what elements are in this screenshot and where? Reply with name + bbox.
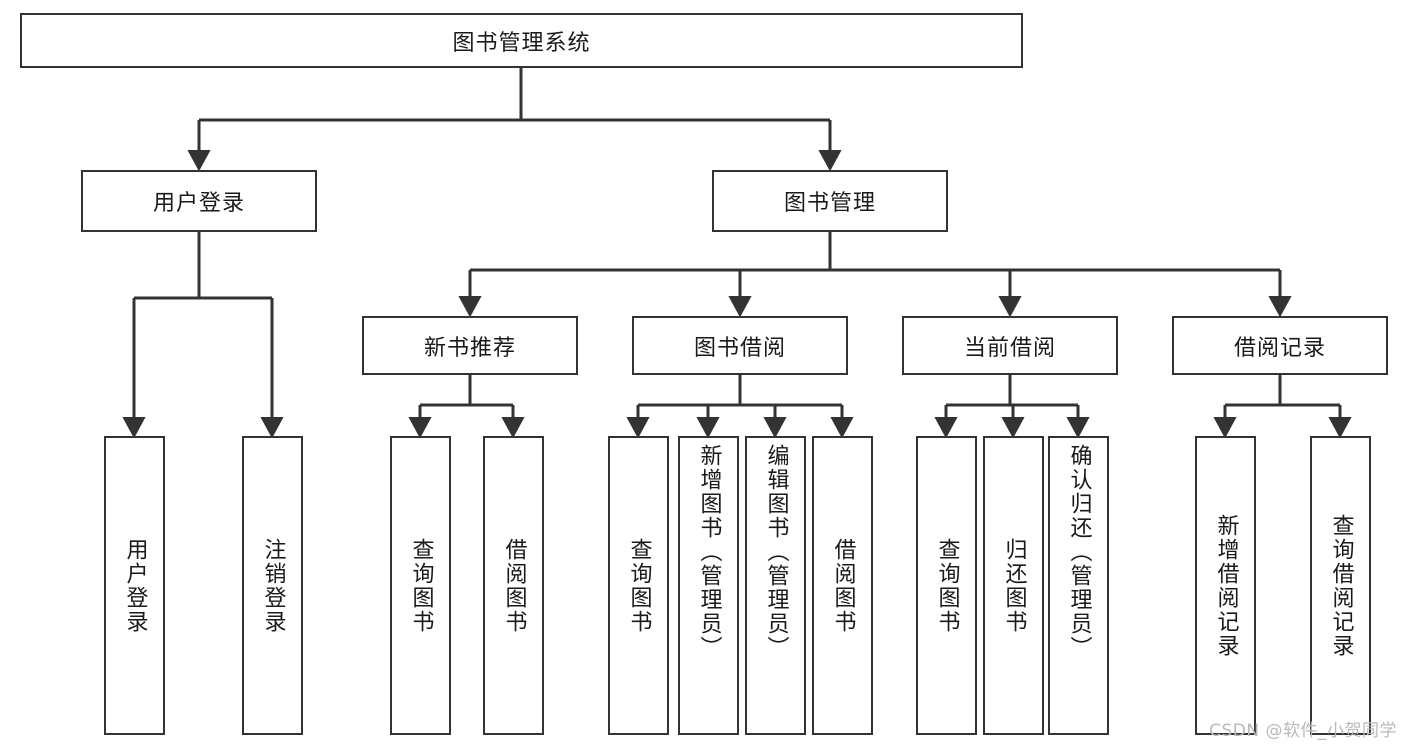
leaf-label: 确认归还（管理员） (1066, 444, 1092, 660)
leaf-node-add-borrow-record[interactable]: 新增借阅记录 (1195, 436, 1256, 735)
leaf-label: 查询图书 (408, 537, 434, 634)
leaf-label: 查询图书 (934, 537, 960, 634)
leaf-node-user-login[interactable]: 用户登录 (104, 436, 165, 735)
node-current-borrow-label: 当前借阅 (963, 335, 1056, 361)
leaf-node-query-book-recommend[interactable]: 查询图书 (390, 436, 451, 735)
leaf-node-query-book-current[interactable]: 查询图书 (916, 436, 977, 735)
leaf-label: 查询借阅记录 (1328, 513, 1354, 658)
leaf-node-borrow-book-recommend[interactable]: 借阅图书 (483, 436, 544, 735)
node-book-manage-label: 图书管理 (783, 191, 876, 216)
leaf-node-return-book[interactable]: 归还图书 (983, 436, 1044, 735)
leaf-node-confirm-return-admin[interactable]: 确认归还（管理员） (1048, 436, 1109, 735)
node-book-manage[interactable]: 图书管理 (712, 170, 948, 232)
leaf-label: 编辑图书（管理员） (763, 444, 789, 660)
node-book-borrow-label: 图书借阅 (693, 335, 786, 361)
leaf-node-edit-book-admin[interactable]: 编辑图书（管理员） (745, 436, 806, 735)
leaf-label: 新增图书（管理员） (696, 444, 722, 660)
leaf-node-add-book-admin[interactable]: 新增图书（管理员） (678, 436, 739, 735)
leaf-label: 注销登录 (260, 537, 286, 634)
leaf-node-logout[interactable]: 注销登录 (242, 436, 303, 735)
leaf-node-query-book-borrow[interactable]: 查询图书 (608, 436, 669, 735)
leaf-label: 归还图书 (1001, 537, 1027, 634)
leaf-label: 借阅图书 (501, 537, 527, 634)
node-borrow-record[interactable]: 借阅记录 (1172, 316, 1388, 375)
node-new-book-rec-label: 新书推荐 (423, 335, 516, 361)
node-new-book-recommendation[interactable]: 新书推荐 (362, 316, 578, 375)
leaf-label: 查询图书 (626, 537, 652, 634)
node-current-borrow[interactable]: 当前借阅 (902, 316, 1118, 375)
node-borrow-record-label: 借阅记录 (1233, 335, 1326, 361)
node-root-system[interactable]: 图书管理系统 (20, 13, 1023, 68)
node-root-label: 图书管理系统 (452, 30, 591, 56)
leaf-node-query-borrow-record[interactable]: 查询借阅记录 (1310, 436, 1371, 735)
node-user-login-label: 用户登录 (152, 191, 245, 216)
leaf-label: 新增借阅记录 (1213, 513, 1239, 658)
node-user-login[interactable]: 用户登录 (81, 170, 317, 232)
leaf-node-borrow-book[interactable]: 借阅图书 (812, 436, 873, 735)
leaf-label: 用户登录 (122, 537, 148, 634)
leaf-label: 借阅图书 (830, 537, 856, 634)
node-book-borrow[interactable]: 图书借阅 (632, 316, 848, 375)
